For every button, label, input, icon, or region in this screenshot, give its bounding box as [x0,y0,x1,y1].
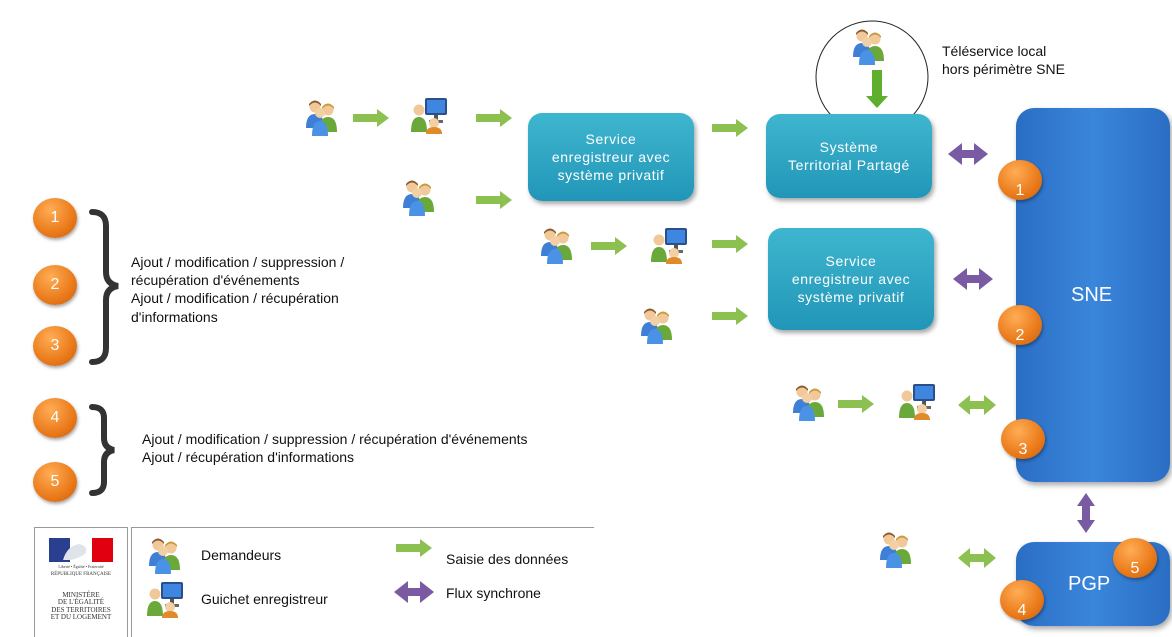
demandeurs-icon [641,308,672,344]
purple-sync-arrow-vertical [1077,493,1095,533]
down-arrow [866,70,888,108]
marianne-logo-icon [49,538,113,562]
ministry-logo: Liberté • Égalité • Fraternité RÉPUBLIQU… [34,527,128,637]
sne-badge-2: 2 [998,305,1042,345]
pgp-badge-5: 5 [1113,538,1157,578]
demandeurs-icon [541,228,572,264]
green-arrow [712,235,748,253]
demandeurs-icon [793,385,824,421]
legend-guichet-label: Guichet enregistreur [201,591,328,607]
purple-sync-arrow [953,268,993,290]
demandeurs-icon [403,180,434,216]
badge-5: 5 [33,462,77,502]
sne-block [1016,108,1170,482]
demandeurs-icon [306,100,337,136]
demandeurs-icon [853,29,884,65]
pgp-label: PGP [1068,573,1111,595]
green-arrow [838,395,874,413]
group1-text: Ajout / modification / suppression /récu… [131,254,345,325]
green-arrow [476,109,512,127]
sne-badge-1: 1 [998,160,1042,200]
guichet-icon [411,98,447,134]
green-arrow [712,307,748,325]
green-arrow [476,191,512,209]
legend-demandeurs-label: Demandeurs [201,547,282,563]
badge-2: 2 [33,265,77,305]
sne-label: SNE [1071,284,1113,306]
legend [131,527,594,637]
legend-saisie-label: Saisie des données [446,551,569,567]
pgp-badge-4: 4 [1000,580,1044,620]
badge-1: 1 [33,198,77,238]
green-arrow [353,109,389,127]
green-arrow [712,119,748,137]
group2-text: Ajout / modification / suppression / réc… [142,431,528,466]
legend-flux-label: Flux synchrone [446,585,541,601]
legend-purple-arrow [394,581,434,603]
guichet-icon [899,384,935,420]
guichet-icon [651,228,687,264]
badge-3: 3 [33,326,77,366]
brace-group-1 [89,209,119,365]
brace-group-2 [89,404,115,496]
purple-sync-arrow [948,143,988,165]
demandeurs-icon [880,532,911,568]
double-green-arrow [958,395,996,415]
green-arrow [591,237,627,255]
double-green-arrow [958,548,996,568]
badge-4: 4 [33,398,77,438]
sne-badge-3: 3 [1001,419,1045,459]
